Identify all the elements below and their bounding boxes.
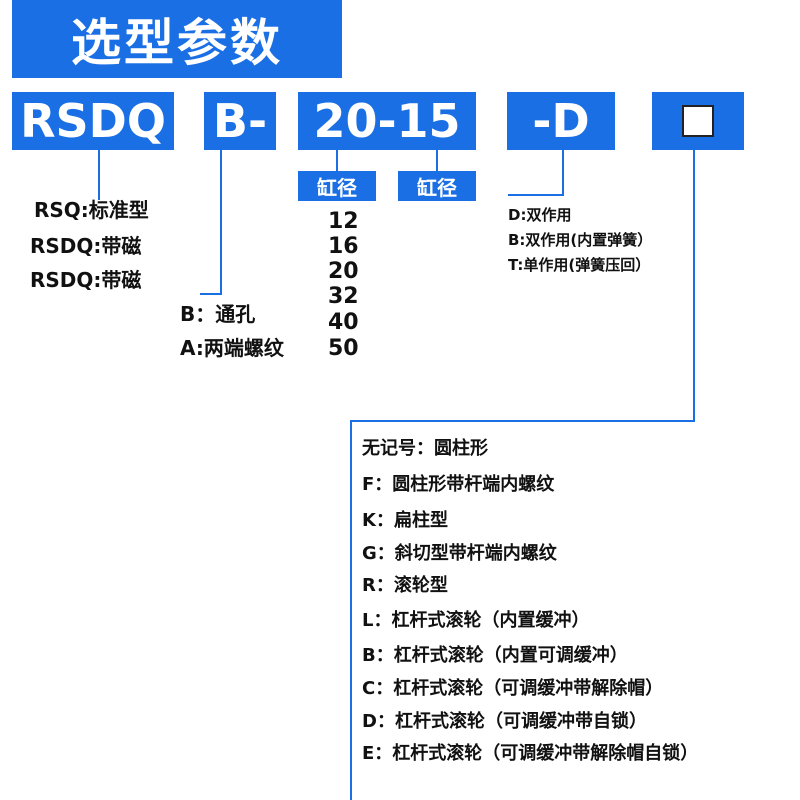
head-option: F：圆柱形带杆端内螺纹 xyxy=(362,474,555,495)
bore-connector-h xyxy=(200,293,222,295)
head-option: 无记号：圆柱形 xyxy=(362,438,488,459)
head-option: C：杠杆式滚轮（可调缓冲带解除帽） xyxy=(362,678,664,699)
head-option: G：斜切型带杆端内螺纹 xyxy=(362,543,557,564)
size-value: 16 xyxy=(328,234,359,259)
action-connector-h xyxy=(508,194,564,196)
action-code: -D xyxy=(507,92,615,150)
bore-label-1: 缸径 xyxy=(298,171,376,201)
size-connector-left xyxy=(336,150,338,172)
series-connector xyxy=(98,150,100,200)
series-code: RSDQ xyxy=(12,92,174,150)
bore-connector xyxy=(220,150,222,295)
bore-option: B：通孔 xyxy=(180,302,256,326)
size-connector-right xyxy=(436,150,438,172)
action-option: T:单作用(弹簧压回） xyxy=(508,256,651,274)
size-value: 12 xyxy=(328,209,359,234)
head-option: L：杠杆式滚轮（内置缓冲） xyxy=(362,610,590,631)
blank-square-icon xyxy=(682,105,714,137)
head-option: K：扁柱型 xyxy=(362,510,448,531)
head-option: E：杠杆式滚轮（可调缓冲带解除帽自锁） xyxy=(362,743,699,764)
head-connector-h xyxy=(350,420,695,422)
series-option: RSDQ:带磁 xyxy=(30,234,142,258)
page-title: 选型参数 xyxy=(12,0,342,78)
head-option: R：滚轮型 xyxy=(362,575,448,596)
size-code: 20-15 xyxy=(298,92,476,150)
bore-label-2: 缸径 xyxy=(398,171,476,201)
series-option: RSQ:标准型 xyxy=(34,198,149,222)
bore-option: A:两端螺纹 xyxy=(180,336,284,360)
size-value: 50 xyxy=(328,336,359,361)
size-value: 40 xyxy=(328,310,359,335)
size-value: 32 xyxy=(328,284,359,309)
head-option: B：杠杆式滚轮（内置可调缓冲） xyxy=(362,645,628,666)
head-connector-v2 xyxy=(350,420,352,800)
action-option: D:双作用 xyxy=(508,206,572,224)
action-connector xyxy=(562,150,564,196)
action-option: B:双作用(内置弹簧） xyxy=(508,231,653,249)
series-option: RSDQ:带磁 xyxy=(30,268,142,292)
size-value: 20 xyxy=(328,259,359,284)
head-connector-v xyxy=(693,150,695,422)
bore-type-code: B- xyxy=(204,92,276,150)
head-option: D：杠杆式滚轮（可调缓冲带自锁） xyxy=(362,711,647,732)
head-option-box xyxy=(652,92,744,150)
